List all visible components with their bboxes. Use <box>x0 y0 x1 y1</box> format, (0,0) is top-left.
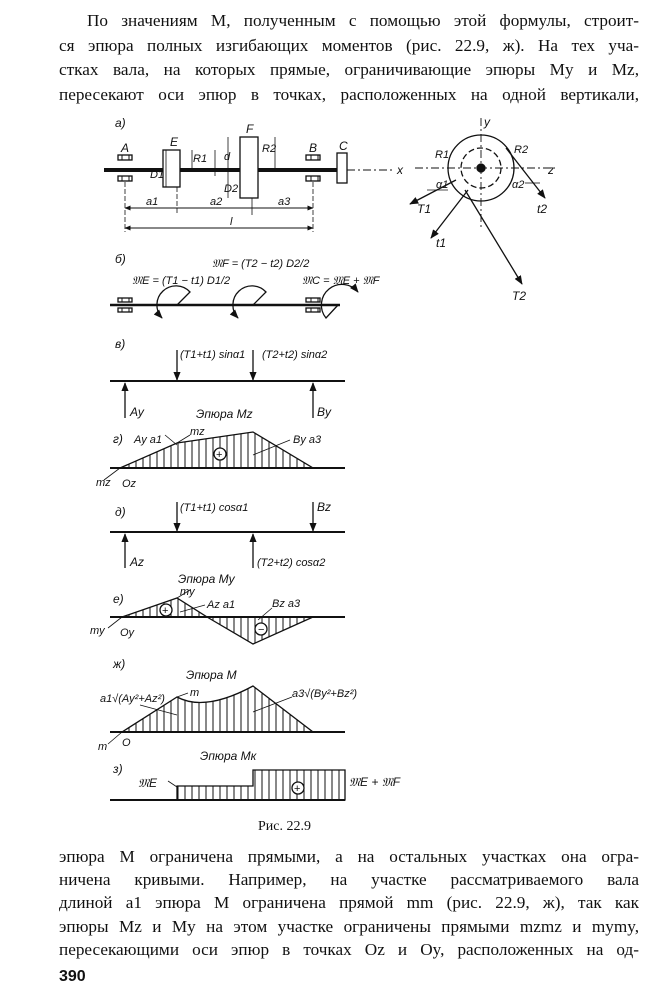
label-force-v2: (T2+t2) sinα2 <box>262 349 327 361</box>
label-Ay: Ay <box>129 405 145 419</box>
text-line: пересекающими оси эпюр в точках Oz и Oy,… <box>59 939 639 959</box>
label-mk-EF: 𝔐E + 𝔐F <box>349 775 401 789</box>
label-d-section: д) <box>115 505 126 519</box>
label-E: E <box>170 135 179 149</box>
label-Az: Az <box>129 555 144 569</box>
page-number: 390 <box>59 968 86 985</box>
label-my-title: Эпюра My <box>178 572 236 586</box>
label-x: x <box>396 163 404 177</box>
label-m-left: a1√(Ay²+Az²) <box>100 693 165 705</box>
text-line: По значениям M, полученным с помощью это… <box>87 11 639 30</box>
label-b: б) <box>115 252 126 266</box>
label-t2: t2 <box>537 202 547 216</box>
paragraph-top: По значениям M, полученным с помощью это… <box>59 9 639 107</box>
label-m-top: m <box>190 687 199 699</box>
label-t1: t1 <box>436 236 446 250</box>
label-g: г) <box>113 432 123 446</box>
label-a: а) <box>115 116 126 130</box>
label-T2: T2 <box>512 289 526 303</box>
label-force-v1: (T1+t1) sinα1 <box>180 349 245 361</box>
mz-diagram <box>103 431 345 481</box>
label-D1: D1 <box>150 169 164 181</box>
shaft-drawing <box>104 136 395 232</box>
figure-labels: а) A E F B C R1 R2 d D1 D2 x a1 a2 a3 l … <box>90 115 554 834</box>
text-line: пересекают оси эпюр в точках, расположен… <box>59 84 639 104</box>
figure-caption: Рис. 22.9 <box>258 819 311 834</box>
label-moment-C: 𝔐C = 𝔐E + 𝔐F <box>302 275 381 287</box>
label-mk-title: Эпюра Mк <box>200 749 258 763</box>
label-v: в) <box>115 337 125 351</box>
label-B: B <box>309 141 317 155</box>
label-pulley-R2: R2 <box>514 144 528 156</box>
text-line: стках вала, на которых прямые, ограничив… <box>59 60 639 80</box>
label-a2: a2 <box>210 196 222 208</box>
label-Aza1: Az a1 <box>206 599 235 611</box>
label-force-d2: (T2+t2) cosα2 <box>257 557 325 569</box>
label-mz-top: mz <box>190 426 205 438</box>
vertical-loads <box>110 350 345 418</box>
label-m-right: a3√(By²+Bz²) <box>292 688 357 700</box>
label-z: z <box>547 163 554 177</box>
label-moment-F: 𝔐F = (T2 − t2) D2/2 <box>212 258 309 270</box>
horizontal-loads <box>110 502 345 568</box>
torque-diagram <box>110 283 359 319</box>
my-diagram <box>107 589 345 645</box>
text-line: эпюра M ограничена прямыми, а на остальн… <box>59 847 639 866</box>
label-my-top: my <box>180 586 196 598</box>
label-l: l <box>230 216 233 228</box>
mk-diagram <box>110 769 346 801</box>
pulley-section <box>409 118 555 285</box>
label-Bz: Bz <box>317 500 331 514</box>
label-z-section: з) <box>112 762 123 776</box>
label-d: d <box>224 151 231 163</box>
label-zh: ж) <box>112 657 125 671</box>
label-C: C <box>339 139 348 153</box>
label-R2: R2 <box>262 143 276 155</box>
label-m-title: Эпюра M <box>186 668 237 682</box>
label-pulley-R1: R1 <box>435 149 449 161</box>
label-D2: D2 <box>224 183 238 195</box>
label-my-bottom: my <box>90 625 106 637</box>
label-force-d1: (T1+t1) cosα1 <box>180 502 248 514</box>
text-line: ся эпюра полных изгибающих моментов (рис… <box>59 35 639 55</box>
label-a1: a1 <box>146 196 158 208</box>
label-alpha1: α1 <box>436 179 448 191</box>
minus-sign-icon: − <box>258 624 264 636</box>
label-Oz: Oz <box>122 478 137 490</box>
text-line: ничена кривыми. Например, на участке рас… <box>59 870 639 890</box>
label-Bza3: Bz a3 <box>272 598 301 610</box>
label-F: F <box>246 122 254 136</box>
label-a3: a3 <box>278 196 291 208</box>
label-Bya3: By a3 <box>293 434 322 446</box>
paragraph-bottom: эпюра M ограничена прямыми, а на остальн… <box>59 845 639 961</box>
plus-sign-icon: + <box>294 783 300 795</box>
text-line: эпюры Mz и My на этом участке ограничены… <box>59 916 639 936</box>
label-mk-E: 𝔐E <box>138 776 158 790</box>
label-alpha2: α2 <box>512 179 524 191</box>
label-By: By <box>317 405 332 419</box>
label-T1: T1 <box>417 202 431 216</box>
label-e: е) <box>113 592 124 606</box>
label-Aya1: Ay a1 <box>133 434 162 446</box>
label-A: A <box>120 141 129 155</box>
label-mz-bottom: mz <box>96 477 111 489</box>
m-diagram <box>107 685 345 745</box>
plus-sign-icon: + <box>162 605 168 617</box>
text-line: длиной a1 эпюра M ограничена прямой mm (… <box>59 893 639 913</box>
label-O: O <box>122 737 131 749</box>
label-y: y <box>483 115 491 129</box>
label-Oy: Oy <box>120 627 136 639</box>
label-moment-E: 𝔐E = (T1 − t1) D1/2 <box>132 275 230 287</box>
label-m-bottom: m <box>98 741 107 753</box>
label-R1: R1 <box>193 153 207 165</box>
label-mz-title: Эпюра Mz <box>196 407 253 421</box>
plus-sign-icon: + <box>216 449 222 461</box>
